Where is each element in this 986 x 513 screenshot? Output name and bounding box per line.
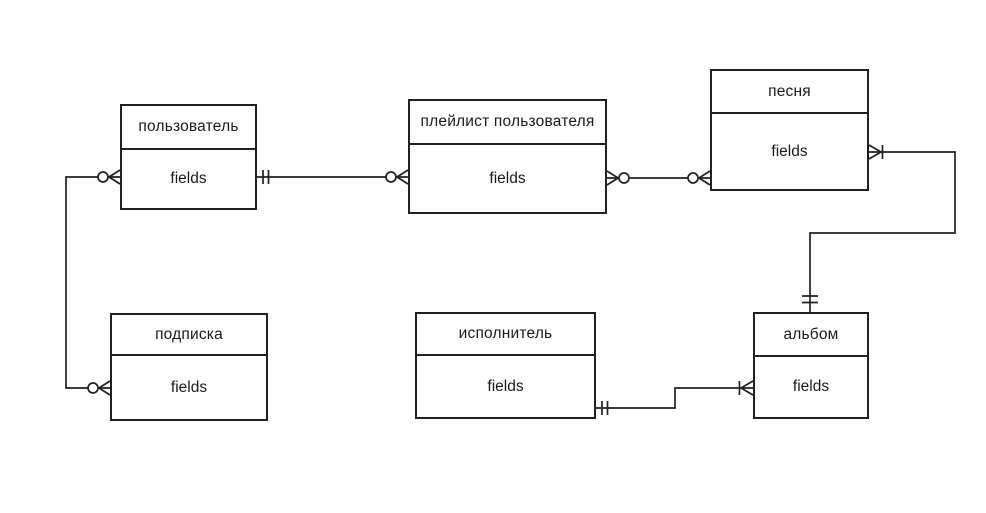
entity-album: альбом fields [753, 312, 869, 419]
entity-user-playlist-title: плейлист пользователя [410, 101, 605, 145]
entity-artist: исполнитель fields [415, 312, 596, 419]
connector-user-subscription [65, 169, 121, 396]
entity-subscription: подписка fields [110, 313, 268, 421]
connector-user-playlist [257, 169, 409, 185]
connector-playlist-song [606, 170, 711, 186]
entity-user: пользователь fields [120, 104, 257, 210]
crowsfoot-zero-or-many-icon [687, 170, 711, 186]
entity-song: песня fields [710, 69, 869, 191]
one-and-only-one-icon [802, 295, 818, 304]
entity-user-playlist: плейлист пользователя fields [408, 99, 607, 214]
crowsfoot-one-or-many-icon [738, 380, 754, 396]
one-and-only-one-icon [262, 170, 270, 184]
crowsfoot-zero-or-many-icon [606, 170, 630, 186]
entity-album-fields-label: fields [792, 378, 830, 395]
crowsfoot-one-or-many-icon [868, 144, 884, 160]
entity-album-title: альбом [755, 314, 867, 357]
crowsfoot-zero-or-many-icon [385, 169, 409, 185]
connector-artist-album [596, 380, 754, 415]
entity-user-fields-label: fields [170, 170, 207, 187]
entity-subscription-title: подписка [112, 315, 266, 356]
one-and-only-one-icon [601, 401, 609, 415]
connector-song-album [802, 144, 956, 312]
entity-user-title: пользователь [122, 106, 255, 150]
entity-song-title: песня [712, 71, 867, 114]
connector-line [596, 387, 753, 409]
entity-song-fields-label: fields [771, 142, 808, 160]
connector-line [809, 151, 956, 312]
crowsfoot-zero-or-many-icon [97, 169, 121, 185]
entity-artist-fields-label: fields [487, 377, 524, 395]
entity-subscription-fields-label: fields [170, 378, 208, 396]
entity-artist-title: исполнитель [417, 314, 594, 356]
crowsfoot-zero-or-many-icon [87, 380, 111, 396]
entity-user-playlist-fields-label: fields [489, 169, 526, 187]
